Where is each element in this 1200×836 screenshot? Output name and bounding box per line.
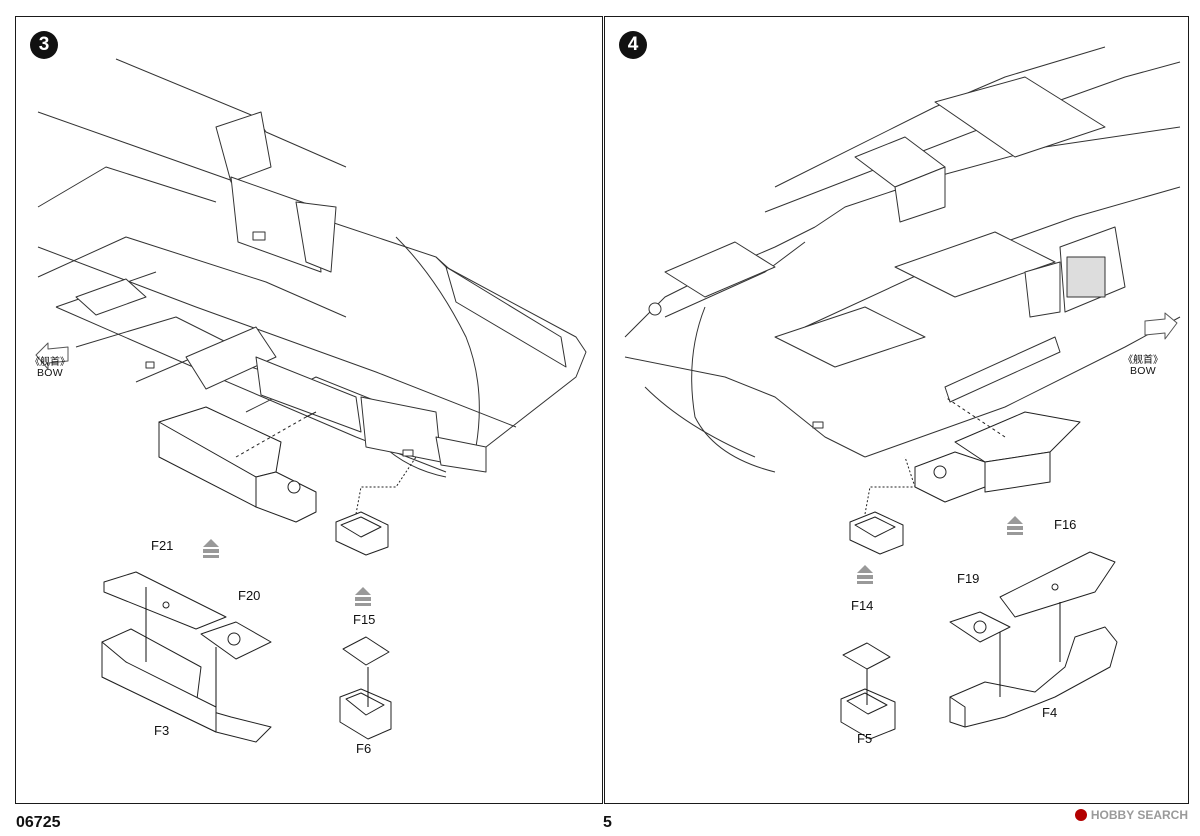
- step-number-badge: 3: [30, 31, 58, 59]
- part-label-f19: F19: [957, 571, 980, 586]
- part-label-f15: F15: [353, 612, 376, 627]
- f16-part-drawing: [999, 551, 1116, 618]
- f3-assembled-parts: [158, 406, 317, 523]
- f5-part-drawing: [840, 669, 896, 740]
- step-4-hull-drawing: [624, 46, 1181, 740]
- f14-part-drawing: [842, 642, 891, 670]
- part-label-f16: F16: [1054, 517, 1077, 532]
- watermark: HOBBY SEARCH: [1074, 808, 1188, 822]
- part-label-f5: F5: [857, 731, 873, 746]
- part-label-f21: F21: [151, 538, 174, 553]
- kit-code: 06725: [16, 814, 61, 831]
- f19-part-drawing: [949, 611, 1011, 643]
- step-3-hull-drawing: [35, 58, 587, 743]
- part-label-f6: F6: [356, 741, 372, 756]
- assembly-arrow-icon: [857, 565, 873, 584]
- bow-label-english: BOW: [1130, 365, 1156, 377]
- f5-assembled-part: [849, 456, 916, 555]
- part-label-f14: F14: [851, 598, 874, 613]
- bow-direction-arrow-icon: [35, 342, 69, 370]
- f6-part-drawing: [339, 667, 392, 740]
- f4-assembled-parts: [914, 396, 1081, 503]
- assembly-arrow-icon: [203, 539, 219, 558]
- f15-part-drawing: [342, 636, 390, 666]
- assembly-arrow-icon: [355, 587, 371, 606]
- f3-part-drawing: [101, 587, 272, 743]
- assembly-arrow-icon: [1007, 516, 1023, 535]
- part-label-f20: F20: [238, 588, 261, 603]
- watermark-text: HOBBY SEARCH: [1090, 808, 1188, 822]
- f21-part-drawing: [103, 571, 227, 630]
- bow-direction-arrow-icon: [1144, 312, 1178, 340]
- bow-label-english: BOW: [37, 367, 63, 379]
- step-number-badge: 4: [619, 31, 647, 59]
- page-number: 5: [603, 814, 612, 831]
- bow-label-chinese: 《舰首》: [30, 357, 70, 368]
- step-4-panel: 4: [604, 16, 1189, 804]
- part-label-f4: F4: [1042, 705, 1058, 720]
- bow-label-chinese: 《舰首》: [1123, 355, 1163, 366]
- f6-assembled-part: [335, 456, 417, 556]
- bow-label: 《舰首》 BOW: [30, 357, 70, 379]
- f20-part-drawing: [200, 621, 272, 660]
- bow-label: 《舰首》 BOW: [1123, 355, 1163, 377]
- part-label-f3: F3: [154, 723, 170, 738]
- hobby-search-logo-icon: [1074, 809, 1087, 821]
- step-3-panel: 3: [15, 16, 603, 804]
- deck-superstructure: [75, 111, 567, 473]
- deck-superstructure: [648, 76, 1126, 429]
- f4-part-drawing: [949, 602, 1118, 728]
